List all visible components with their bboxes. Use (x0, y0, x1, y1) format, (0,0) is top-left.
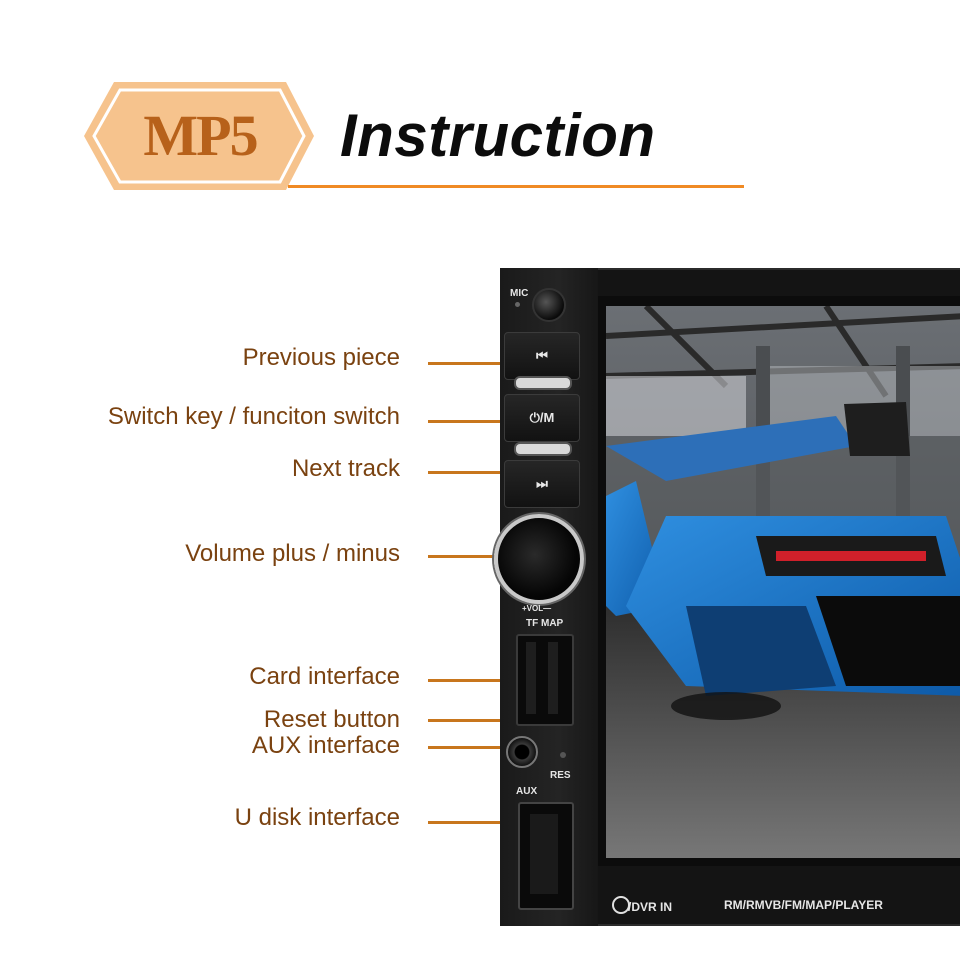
card-slot-opening (526, 642, 536, 714)
dvr-in-label: /DVR IN (628, 900, 673, 914)
aux-label: AUX (516, 786, 538, 797)
badge-label: MP5 (143, 103, 258, 168)
mic-hole (515, 302, 520, 307)
leader-line (428, 719, 546, 722)
display-screen[interactable] (606, 306, 960, 858)
label-aux-interface: AUX interface (251, 732, 400, 759)
label-reset-button: Reset button (263, 706, 400, 733)
leader-line (428, 362, 512, 365)
title-underline (288, 185, 744, 188)
reset-pinhole[interactable] (560, 752, 566, 758)
leader-line (428, 420, 512, 423)
aux-jack[interactable] (506, 736, 538, 768)
camera-icon (612, 896, 630, 914)
label-previous-piece: Previous piece (242, 344, 400, 371)
power-mode-button[interactable]: ⏻/M (504, 394, 580, 442)
leader-line (428, 471, 512, 474)
camera-lens (532, 288, 566, 322)
tf-card-slot[interactable] (516, 634, 574, 726)
next-icon: ⏭ (536, 476, 548, 491)
page-title: Instruction (340, 102, 656, 169)
previous-icon: ⏮ (536, 348, 548, 363)
next-button[interactable]: ⏭ (504, 460, 580, 508)
label-card-interface: Card interface (249, 663, 400, 690)
leader-line (428, 821, 512, 824)
button-divider (514, 442, 572, 456)
label-next-track: Next track (291, 455, 400, 482)
leader-line (428, 555, 512, 558)
label-switch-key: Switch key / funciton switch (107, 403, 400, 430)
tf-map-label: TF MAP (526, 618, 564, 629)
mp5-badge (84, 82, 314, 190)
formats-label: RM/RMVB/FM/MAP/PLAYER (724, 898, 883, 912)
label-u-disk: U disk interface (234, 804, 400, 831)
mic-label: MIC (510, 288, 529, 299)
leader-line (428, 679, 512, 682)
res-label: RES (550, 770, 571, 781)
label-volume: Volume plus / minus (185, 540, 400, 567)
car-image (606, 402, 960, 720)
previous-button[interactable]: ⏮ (504, 332, 580, 380)
usb-opening (530, 814, 558, 894)
leader-line (428, 746, 512, 749)
vol-label: +VOL— (522, 604, 552, 613)
volume-knob[interactable] (494, 514, 584, 604)
button-divider (514, 376, 572, 390)
card-slot-opening (548, 642, 558, 714)
